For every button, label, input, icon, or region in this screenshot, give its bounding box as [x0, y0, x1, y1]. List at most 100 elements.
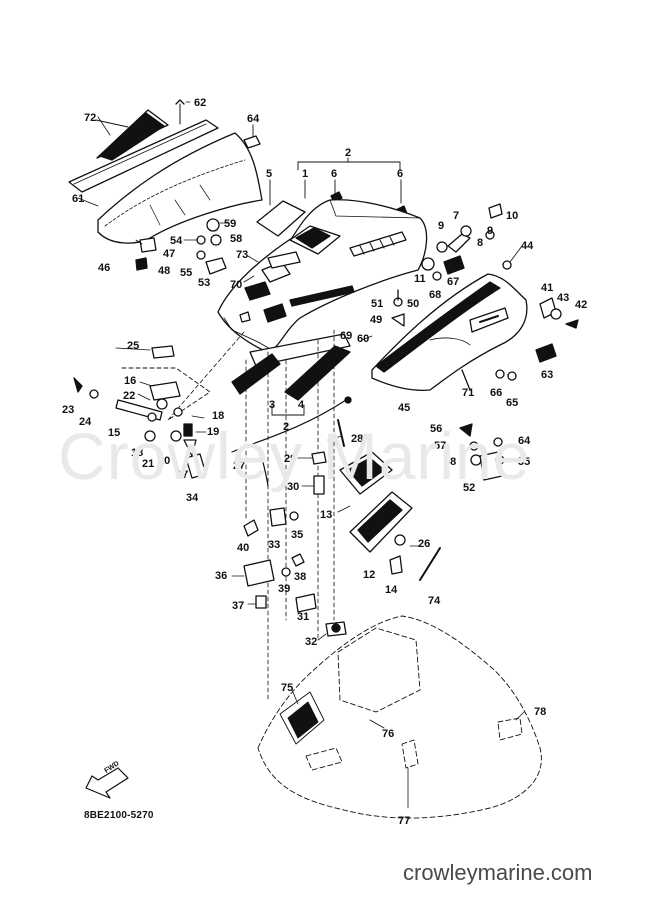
callout-59: 59 — [224, 218, 237, 230]
callout-38: 38 — [294, 571, 307, 583]
hood-cable-27 — [231, 396, 352, 495]
callout-18: 18 — [212, 410, 225, 422]
callout-26: 26 — [418, 538, 431, 550]
callout-25: 25 — [127, 340, 140, 352]
callout-9b: 9 — [487, 225, 494, 237]
callout-73: 73 — [236, 249, 249, 261]
callout-9: 9 — [438, 220, 445, 232]
callout-45: 45 — [398, 402, 411, 414]
callout-10: 10 — [506, 210, 519, 222]
watermark-text: Crowley Marine — [58, 419, 531, 493]
callout-56: 56 — [430, 423, 443, 435]
callout-51: 51 — [371, 298, 384, 310]
callout-78: 78 — [534, 706, 547, 718]
callout-74: 74 — [428, 595, 441, 607]
lower-shroud-part-76 — [257, 615, 542, 819]
callout-67: 67 — [447, 276, 460, 288]
callout-57: 57 — [434, 440, 447, 452]
callout-24: 24 — [79, 416, 92, 428]
windshield-part-46 — [77, 132, 263, 244]
callout-20: 20 — [158, 455, 171, 467]
callout-76: 76 — [382, 728, 395, 740]
callout-64: 64 — [247, 113, 260, 125]
callout-65: 65 — [506, 397, 519, 409]
callout-19: 19 — [207, 426, 220, 438]
lower-hardware-group — [243, 507, 347, 637]
callout-58b: 58 — [444, 456, 457, 468]
callout-40: 40 — [237, 542, 250, 554]
hood-part-1 — [217, 199, 428, 353]
callout-41: 41 — [541, 282, 554, 294]
trim-strip-69 — [231, 333, 351, 401]
callout-48: 48 — [158, 265, 171, 277]
callout-61: 61 — [72, 193, 85, 205]
callout-17: 17 — [176, 469, 189, 481]
callout-29: 29 — [284, 453, 297, 465]
callout-30: 30 — [287, 481, 300, 493]
callout-2b: 2 — [283, 421, 290, 433]
trim-strip-62 — [68, 99, 219, 193]
site-url-link[interactable]: crowleymarine.com — [403, 860, 593, 885]
callout-54: 54 — [170, 235, 183, 247]
callout-55: 55 — [180, 267, 193, 279]
callout-43: 43 — [557, 292, 570, 304]
callout-2: 2 — [345, 147, 352, 159]
callout-60: 60 — [357, 333, 370, 345]
forward-direction-arrow-icon — [85, 767, 129, 799]
callout-1: 1 — [302, 168, 309, 180]
callout-14: 14 — [385, 584, 398, 596]
callout-33: 33 — [268, 539, 281, 551]
callout-5: 5 — [266, 168, 273, 180]
diagram-code: 8BE2100-5270 — [84, 810, 154, 821]
callout-44: 44 — [521, 240, 534, 252]
callout-28: 28 — [351, 433, 364, 445]
callout-68: 68 — [429, 289, 442, 301]
hardware-part-41-43 — [535, 297, 579, 363]
callout-leader-lines — [97, 101, 525, 809]
callout-36: 36 — [215, 570, 228, 582]
callout-72: 72 — [84, 112, 97, 124]
callout-7: 7 — [453, 210, 460, 222]
mounting-hardware-group-left — [135, 218, 227, 275]
callout-8: 8 — [477, 237, 484, 249]
callout-64b: 64 — [518, 435, 531, 447]
callout-22: 22 — [123, 390, 136, 402]
callout-15: 15 — [108, 427, 121, 439]
badge-part-73 — [267, 251, 301, 269]
callout-27: 27 — [233, 460, 246, 472]
hood-panel-5 — [256, 200, 306, 237]
callout-46: 46 — [98, 262, 111, 274]
callout-71: 71 — [462, 387, 475, 399]
callout-63: 63 — [541, 369, 554, 381]
vent-panel-part-13 — [339, 451, 441, 581]
callout-34: 34 — [186, 492, 199, 504]
mounting-hardware-group-right — [421, 203, 512, 281]
callout-bracket-3-4 — [271, 404, 305, 416]
callout-75: 75 — [281, 682, 294, 694]
clip-part-64 — [243, 124, 261, 149]
callout-21: 21 — [142, 458, 155, 470]
callout-77: 77 — [398, 815, 411, 827]
callout-35: 35 — [291, 529, 304, 541]
callout-13: 13 — [320, 509, 333, 521]
callout-62: 62 — [194, 97, 207, 109]
callout-18b: 18 — [131, 447, 144, 459]
callout-11: 11 — [414, 273, 426, 285]
latch-assembly-15 — [73, 367, 211, 457]
callout-66: 66 — [490, 387, 503, 399]
callout-55b: 55 — [518, 456, 531, 468]
label-part-25 — [151, 345, 175, 359]
callout-6: 6 — [331, 168, 338, 180]
callout-12: 12 — [363, 569, 376, 581]
callout-39: 39 — [278, 583, 291, 595]
callout-23: 23 — [62, 404, 75, 416]
hardware-part-49-51 — [391, 289, 405, 327]
callout-42: 42 — [575, 299, 588, 311]
callout-70: 70 — [230, 279, 243, 291]
callout-32: 32 — [305, 636, 318, 648]
callout-69: 69 — [340, 330, 353, 342]
callout-bracket-2 — [269, 157, 402, 206]
callout-4: 4 — [298, 399, 305, 411]
callout-3: 3 — [269, 399, 276, 411]
